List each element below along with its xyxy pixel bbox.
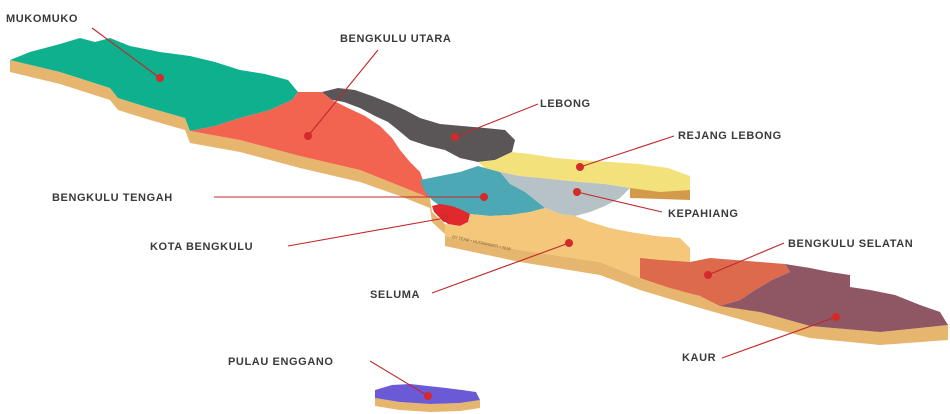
region-markers — [156, 74, 840, 400]
label-seluma: SELUMA — [370, 289, 420, 301]
region-shape-mukomuko[interactable] — [10, 38, 298, 131]
label-rejang-lebong: REJANG LEBONG — [678, 130, 782, 142]
label-kepahiang: KEPAHIANG — [668, 208, 739, 220]
marker-kepahiang[interactable] — [573, 188, 581, 196]
marker-rejang-lebong[interactable] — [576, 163, 584, 171]
marker-bengkulu-tengah[interactable] — [480, 193, 488, 201]
leader-lebong — [454, 103, 539, 138]
leader-pulau-enggano — [369, 360, 429, 397]
region-labels: MUKOMUKO BENGKULU UTARA LEBONG REJANG LE… — [6, 13, 913, 368]
label-pulau-enggano: PULAU ENGGANO — [228, 356, 334, 368]
leader-bengkulu-utara — [307, 49, 379, 137]
marker-bengkulu-utara[interactable] — [304, 132, 312, 140]
label-kota-bengkulu: KOTA BENGKULU — [150, 241, 253, 253]
leader-bengkulu-selatan — [707, 242, 785, 276]
marker-lebong[interactable] — [451, 133, 459, 141]
marker-mukomuko[interactable] — [156, 74, 164, 82]
label-bengkulu-selatan: BENGKULU SELATAN — [788, 238, 913, 250]
marker-kota-bengkulu[interactable] — [441, 214, 449, 222]
region-shape-bengkulu-tengah[interactable] — [420, 166, 545, 216]
marker-pulau-enggano[interactable] — [424, 392, 432, 400]
leader-lines — [91, 27, 837, 397]
label-bengkulu-tengah: BENGKULU TENGAH — [52, 192, 173, 204]
region-shape-bengkulu-utara[interactable] — [190, 92, 430, 198]
region-kota-bengkulu[interactable] — [432, 204, 470, 226]
region-mukomuko[interactable] — [10, 38, 298, 131]
extrusion-enggano — [375, 398, 480, 412]
region-shape-kepahiang[interactable] — [500, 172, 630, 216]
region-shape-rejang-lebong[interactable] — [478, 152, 690, 192]
region-shape-bengkulu-selatan[interactable] — [640, 258, 790, 306]
leader-rejang-lebong — [579, 135, 675, 168]
region-shape-kota-bengkulu[interactable] — [432, 204, 470, 226]
region-kaur[interactable] — [720, 264, 948, 332]
marker-kaur[interactable] — [832, 313, 840, 321]
extrusion-west — [10, 60, 948, 345]
label-kaur: KAUR — [682, 352, 716, 364]
leader-kaur — [721, 316, 837, 359]
region-kepahiang[interactable] — [500, 172, 630, 216]
region-bengkulu-tengah[interactable] — [420, 166, 545, 216]
label-mukomuko: MUKOMUKO — [6, 13, 78, 25]
region-shape-kaur[interactable] — [720, 264, 948, 332]
marker-bengkulu-selatan[interactable] — [704, 271, 712, 279]
region-rejang-lebong[interactable] — [478, 152, 690, 192]
leader-kepahiang — [576, 191, 663, 213]
marker-seluma[interactable] — [565, 239, 573, 247]
region-lebong[interactable] — [322, 88, 515, 162]
leader-kota-bengkulu — [287, 217, 446, 247]
region-bengkulu-selatan[interactable] — [640, 258, 790, 306]
label-bengkulu-utara: BENGKULU UTARA — [340, 33, 451, 45]
leader-seluma — [431, 242, 570, 294]
region-shape-lebong[interactable] — [322, 88, 515, 162]
leader-mukomuko — [91, 27, 161, 79]
label-lebong: LEBONG — [540, 98, 591, 110]
region-bengkulu-utara[interactable] — [190, 92, 430, 198]
